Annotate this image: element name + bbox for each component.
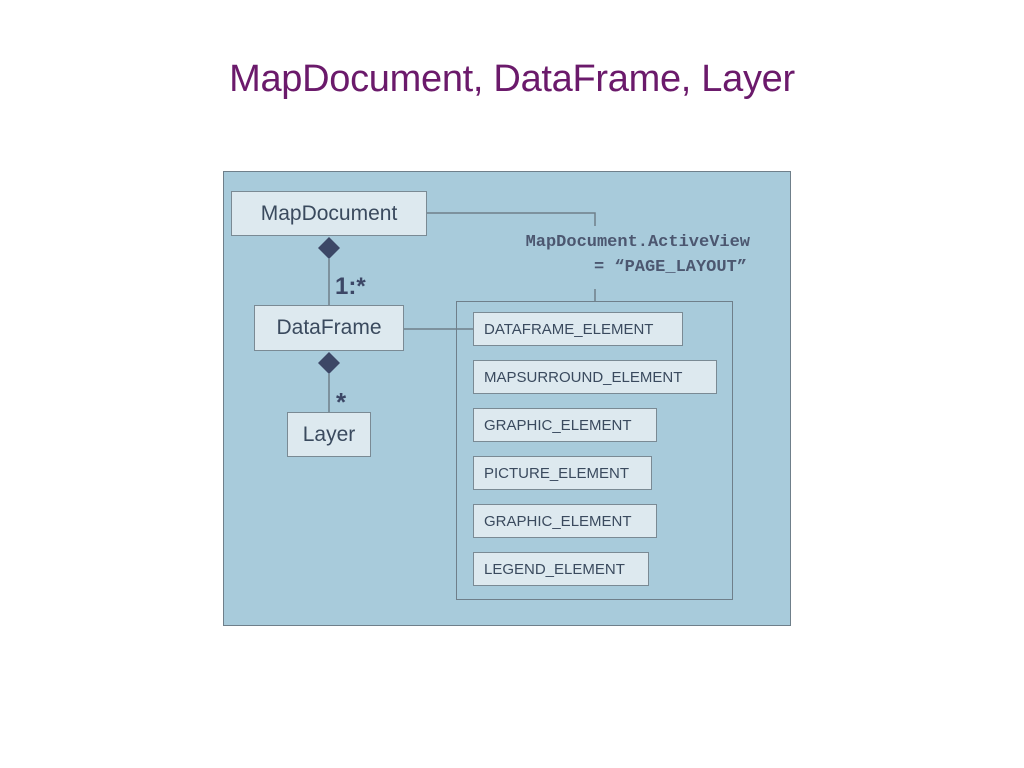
layout-element-label: MAPSURROUND_ELEMENT [484,368,683,386]
page-layout-frame [456,301,733,600]
multiplicity-map-document-data-frame: 1:* [335,273,366,300]
data-frame-class-label: DataFrame [276,316,382,339]
layout-element-label: GRAPHIC_ELEMENT [484,416,632,434]
layout-element-label: DATAFRAME_ELEMENT [484,320,654,338]
layout-element-legend: LEGEND_ELEMENT [473,552,649,586]
diagram-panel [223,171,791,626]
layer-class: Layer [287,412,371,457]
layer-class-label: Layer [302,422,356,446]
active-view-property: MapDocument.ActiveView [525,233,750,252]
active-view-label: MapDocument.ActiveView = “PAGE_LAYOUT” [448,233,750,277]
map-document-class: MapDocument [231,191,427,236]
layout-element-dataframe: DATAFRAME_ELEMENT [473,312,683,346]
layout-element-label: PICTURE_ELEMENT [484,464,630,482]
active-view-value: = “PAGE_LAYOUT” [593,258,747,277]
map-document-class-label: MapDocument [260,201,398,225]
multiplicity-data-frame-layer: * [336,387,347,417]
layout-element-picture: PICTURE_ELEMENT [473,456,652,490]
layout-element-label: GRAPHIC_ELEMENT [484,512,632,530]
layout-element-label: LEGEND_ELEMENT [484,560,625,578]
data-frame-class: DataFrame [254,305,404,351]
layout-element-mapsurround: MAPSURROUND_ELEMENT [473,360,717,394]
slide-title: MapDocument, DataFrame, Layer [229,58,795,100]
layout-element-graphic-2: GRAPHIC_ELEMENT [473,504,657,538]
layout-element-graphic: GRAPHIC_ELEMENT [473,408,657,442]
